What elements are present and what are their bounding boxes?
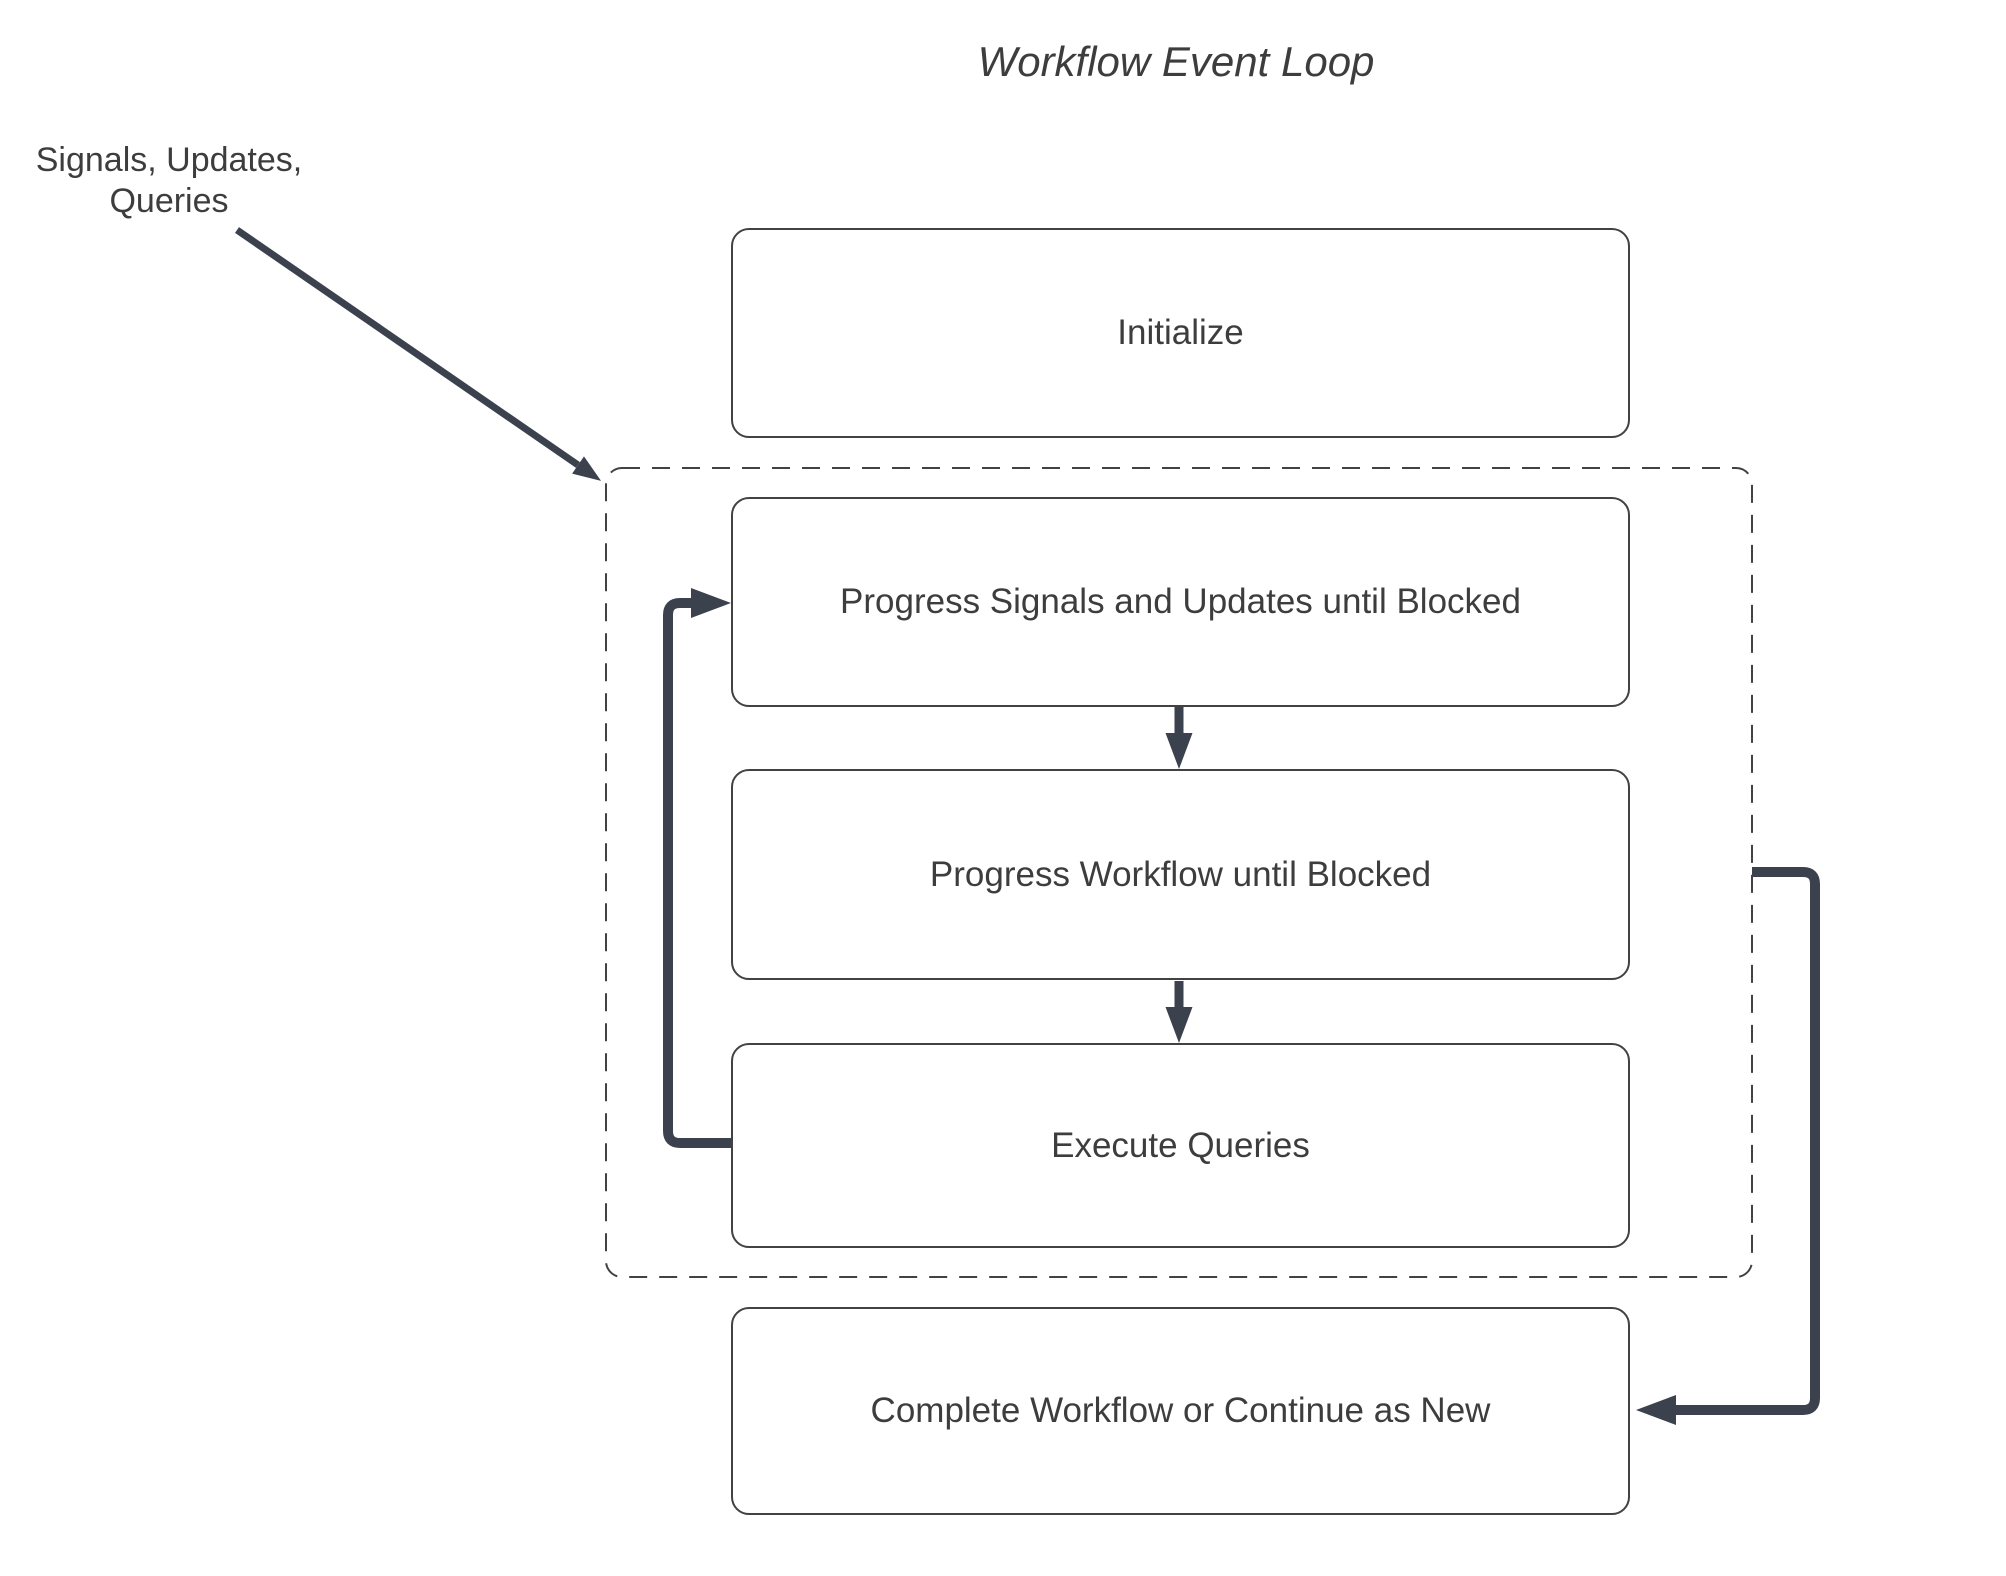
node-progress-workflow-label: Progress Workflow until Blocked	[929, 854, 1432, 894]
arrow-execute-queries-loop-to-progress-signals	[663, 588, 731, 1148]
event-loop-group-border	[605, 467, 1753, 1278]
arrow-signals-to-event-loop	[235, 227, 602, 481]
node-progress-signals-updates-label: Progress Signals and Updates until Block…	[840, 582, 1521, 621]
node-execute-queries: Execute Queries	[731, 1043, 1630, 1248]
diagram-title: Workflow Event Loop	[977, 38, 1375, 85]
node-complete-workflow: Complete Workflow or Continue as New	[731, 1307, 1630, 1515]
node-execute-queries-label: Execute Queries	[1051, 1125, 1310, 1165]
node-progress-workflow: Progress Workflow until Blocked	[731, 769, 1630, 980]
node-initialize: Initialize	[731, 228, 1630, 438]
node-progress-signals-updates: Progress Signals and Updates until Block…	[731, 497, 1630, 707]
signals-updates-queries-label: Signals, Updates, Queries	[35, 141, 303, 221]
node-complete-workflow-label: Complete Workflow or Continue as New	[870, 1391, 1491, 1430]
arrow-event-loop-to-complete	[1636, 867, 1820, 1425]
node-initialize-label: Initialize	[1117, 313, 1244, 352]
